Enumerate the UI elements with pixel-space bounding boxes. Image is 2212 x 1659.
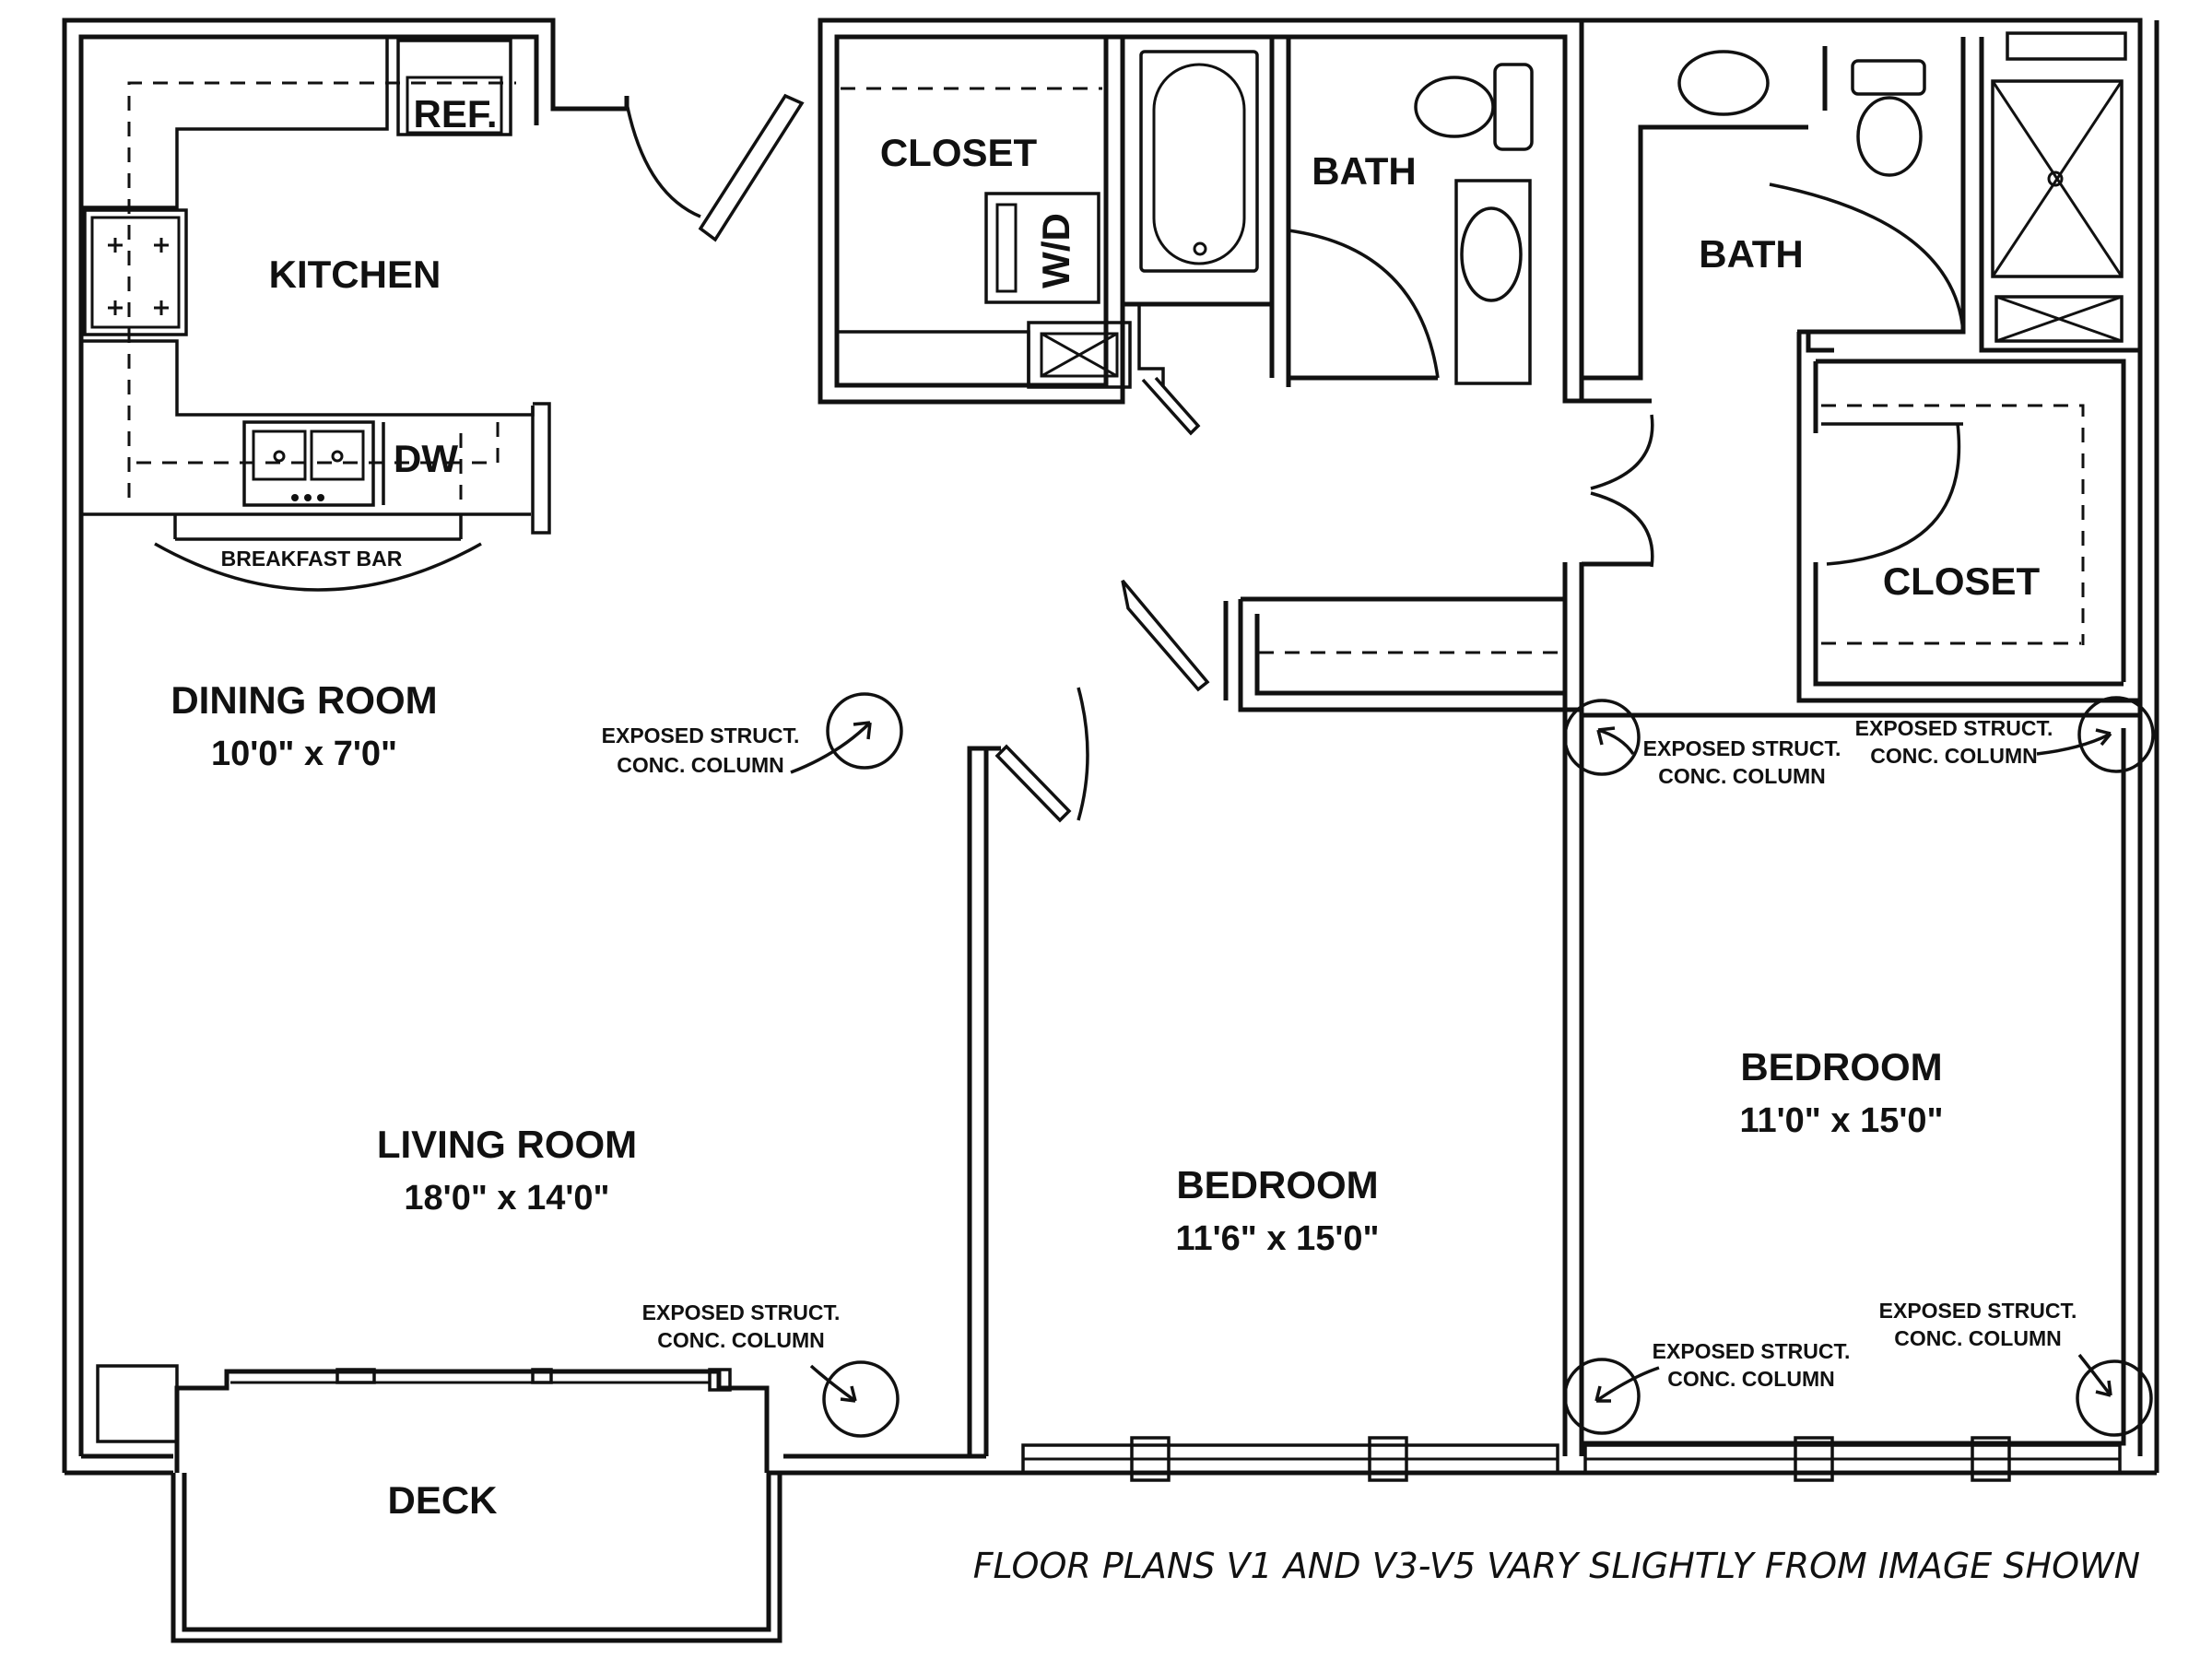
bath-2-toilet-icon xyxy=(1851,59,1926,177)
svg-text:EXPOSED STRUCT.: EXPOSED STRUCT. xyxy=(1643,736,1841,760)
column-markers xyxy=(790,692,2155,1438)
bedroom-2-size: 11'0" x 15'0" xyxy=(1739,1101,1943,1140)
bedroom-1-door xyxy=(994,579,1210,823)
dw-label: DW xyxy=(394,437,458,480)
range-icon xyxy=(83,208,188,336)
column-marker-icon xyxy=(1563,699,1641,776)
bedroom-2-walls xyxy=(1579,712,2140,1446)
breakfast-bar xyxy=(154,514,482,592)
column-note-3: EXPOSED STRUCT. CONC. COLUMN xyxy=(1855,716,2053,768)
bath-2-door xyxy=(1769,182,1965,333)
svg-text:CONC. COLUMN: CONC. COLUMN xyxy=(1870,744,2037,768)
column-note-5: EXPOSED STRUCT. CONC. COLUMN xyxy=(1653,1339,1851,1391)
column-marker-icon xyxy=(809,1360,900,1438)
dishwasher-outline xyxy=(382,422,463,505)
shower-icon xyxy=(1991,31,2127,278)
kitchen-label: KITCHEN xyxy=(269,253,441,296)
svg-text:CONC. COLUMN: CONC. COLUMN xyxy=(1667,1367,1834,1391)
refrigerator-icon xyxy=(396,39,512,136)
bath-2-sink-icon xyxy=(1677,50,1770,116)
entry-door xyxy=(625,93,805,242)
svg-text:CONC. COLUMN: CONC. COLUMN xyxy=(1658,764,1825,788)
column-marker-icon xyxy=(2036,696,2155,773)
ref-label: REF. xyxy=(413,92,497,135)
living-room-label: LIVING ROOM xyxy=(377,1123,637,1166)
bedroom-1-label: BEDROOM xyxy=(1176,1163,1378,1206)
bedroom-1-walls xyxy=(967,596,1582,1459)
breakfast-bar-label: BREAKFAST BAR xyxy=(221,547,403,571)
column-note-2: EXPOSED STRUCT. CONC. COLUMN xyxy=(1643,736,1841,788)
column-note-1: EXPOSED STRUCT. CONC. COLUMN xyxy=(602,724,800,777)
living-room-size: 18'0" x 14'0" xyxy=(404,1179,609,1218)
svg-text:CONC. COLUMN: CONC. COLUMN xyxy=(657,1328,824,1352)
footnote: FLOOR PLANS V1 AND V3-V5 VARY SLIGHTLY F… xyxy=(973,1546,2140,1586)
column-marker-icon xyxy=(2076,1353,2153,1437)
hall-doors xyxy=(1582,398,1654,568)
column-note-4: EXPOSED STRUCT. CONC. COLUMN xyxy=(642,1300,841,1352)
bedroom-1-size: 11'6" x 15'0" xyxy=(1175,1219,1379,1258)
bath-1-door xyxy=(1288,229,1440,379)
closet-master-label: CLOSET xyxy=(1883,559,2041,603)
deck-label: DECK xyxy=(387,1478,497,1522)
master-closet xyxy=(1796,332,2140,703)
deck xyxy=(96,1364,782,1643)
bathtub-icon xyxy=(1139,50,1259,273)
svg-text:EXPOSED STRUCT.: EXPOSED STRUCT. xyxy=(1855,716,2053,740)
dining-room-label: DINING ROOM xyxy=(171,678,437,722)
svg-text:EXPOSED STRUCT.: EXPOSED STRUCT. xyxy=(1879,1299,2077,1323)
kitchen-counters xyxy=(81,37,551,535)
svg-text:EXPOSED STRUCT.: EXPOSED STRUCT. xyxy=(602,724,800,747)
bedroom-2-label: BEDROOM xyxy=(1740,1045,1942,1088)
sink-icon xyxy=(242,420,375,507)
column-marker-icon xyxy=(1563,1358,1660,1435)
windows xyxy=(1021,1436,2122,1482)
bath-2-label: BATH xyxy=(1699,232,1804,276)
column-note-6: EXPOSED STRUCT. CONC. COLUMN xyxy=(1879,1299,2077,1350)
linen-icon xyxy=(1994,295,2124,343)
column-marker-icon xyxy=(790,692,903,774)
washer-dryer-icon xyxy=(984,192,1100,304)
closet-door xyxy=(1141,376,1201,436)
svg-text:EXPOSED STRUCT.: EXPOSED STRUCT. xyxy=(1653,1339,1851,1363)
dining-room-size: 10'0" x 7'0" xyxy=(211,735,397,773)
bath-1-label: BATH xyxy=(1312,149,1417,193)
wd-label: W/D xyxy=(1034,213,1077,288)
svg-text:EXPOSED STRUCT.: EXPOSED STRUCT. xyxy=(642,1300,841,1324)
bath-1-walls xyxy=(1120,37,1438,387)
svg-text:CONC. COLUMN: CONC. COLUMN xyxy=(617,753,783,777)
closet-laundry-label: CLOSET xyxy=(880,131,1038,174)
hvac-icon xyxy=(1027,321,1132,389)
toilet-icon xyxy=(1414,63,1534,151)
svg-text:CONC. COLUMN: CONC. COLUMN xyxy=(1894,1326,2061,1350)
vanity-icon xyxy=(1454,179,1532,385)
bath-2-walls xyxy=(1579,37,2138,381)
